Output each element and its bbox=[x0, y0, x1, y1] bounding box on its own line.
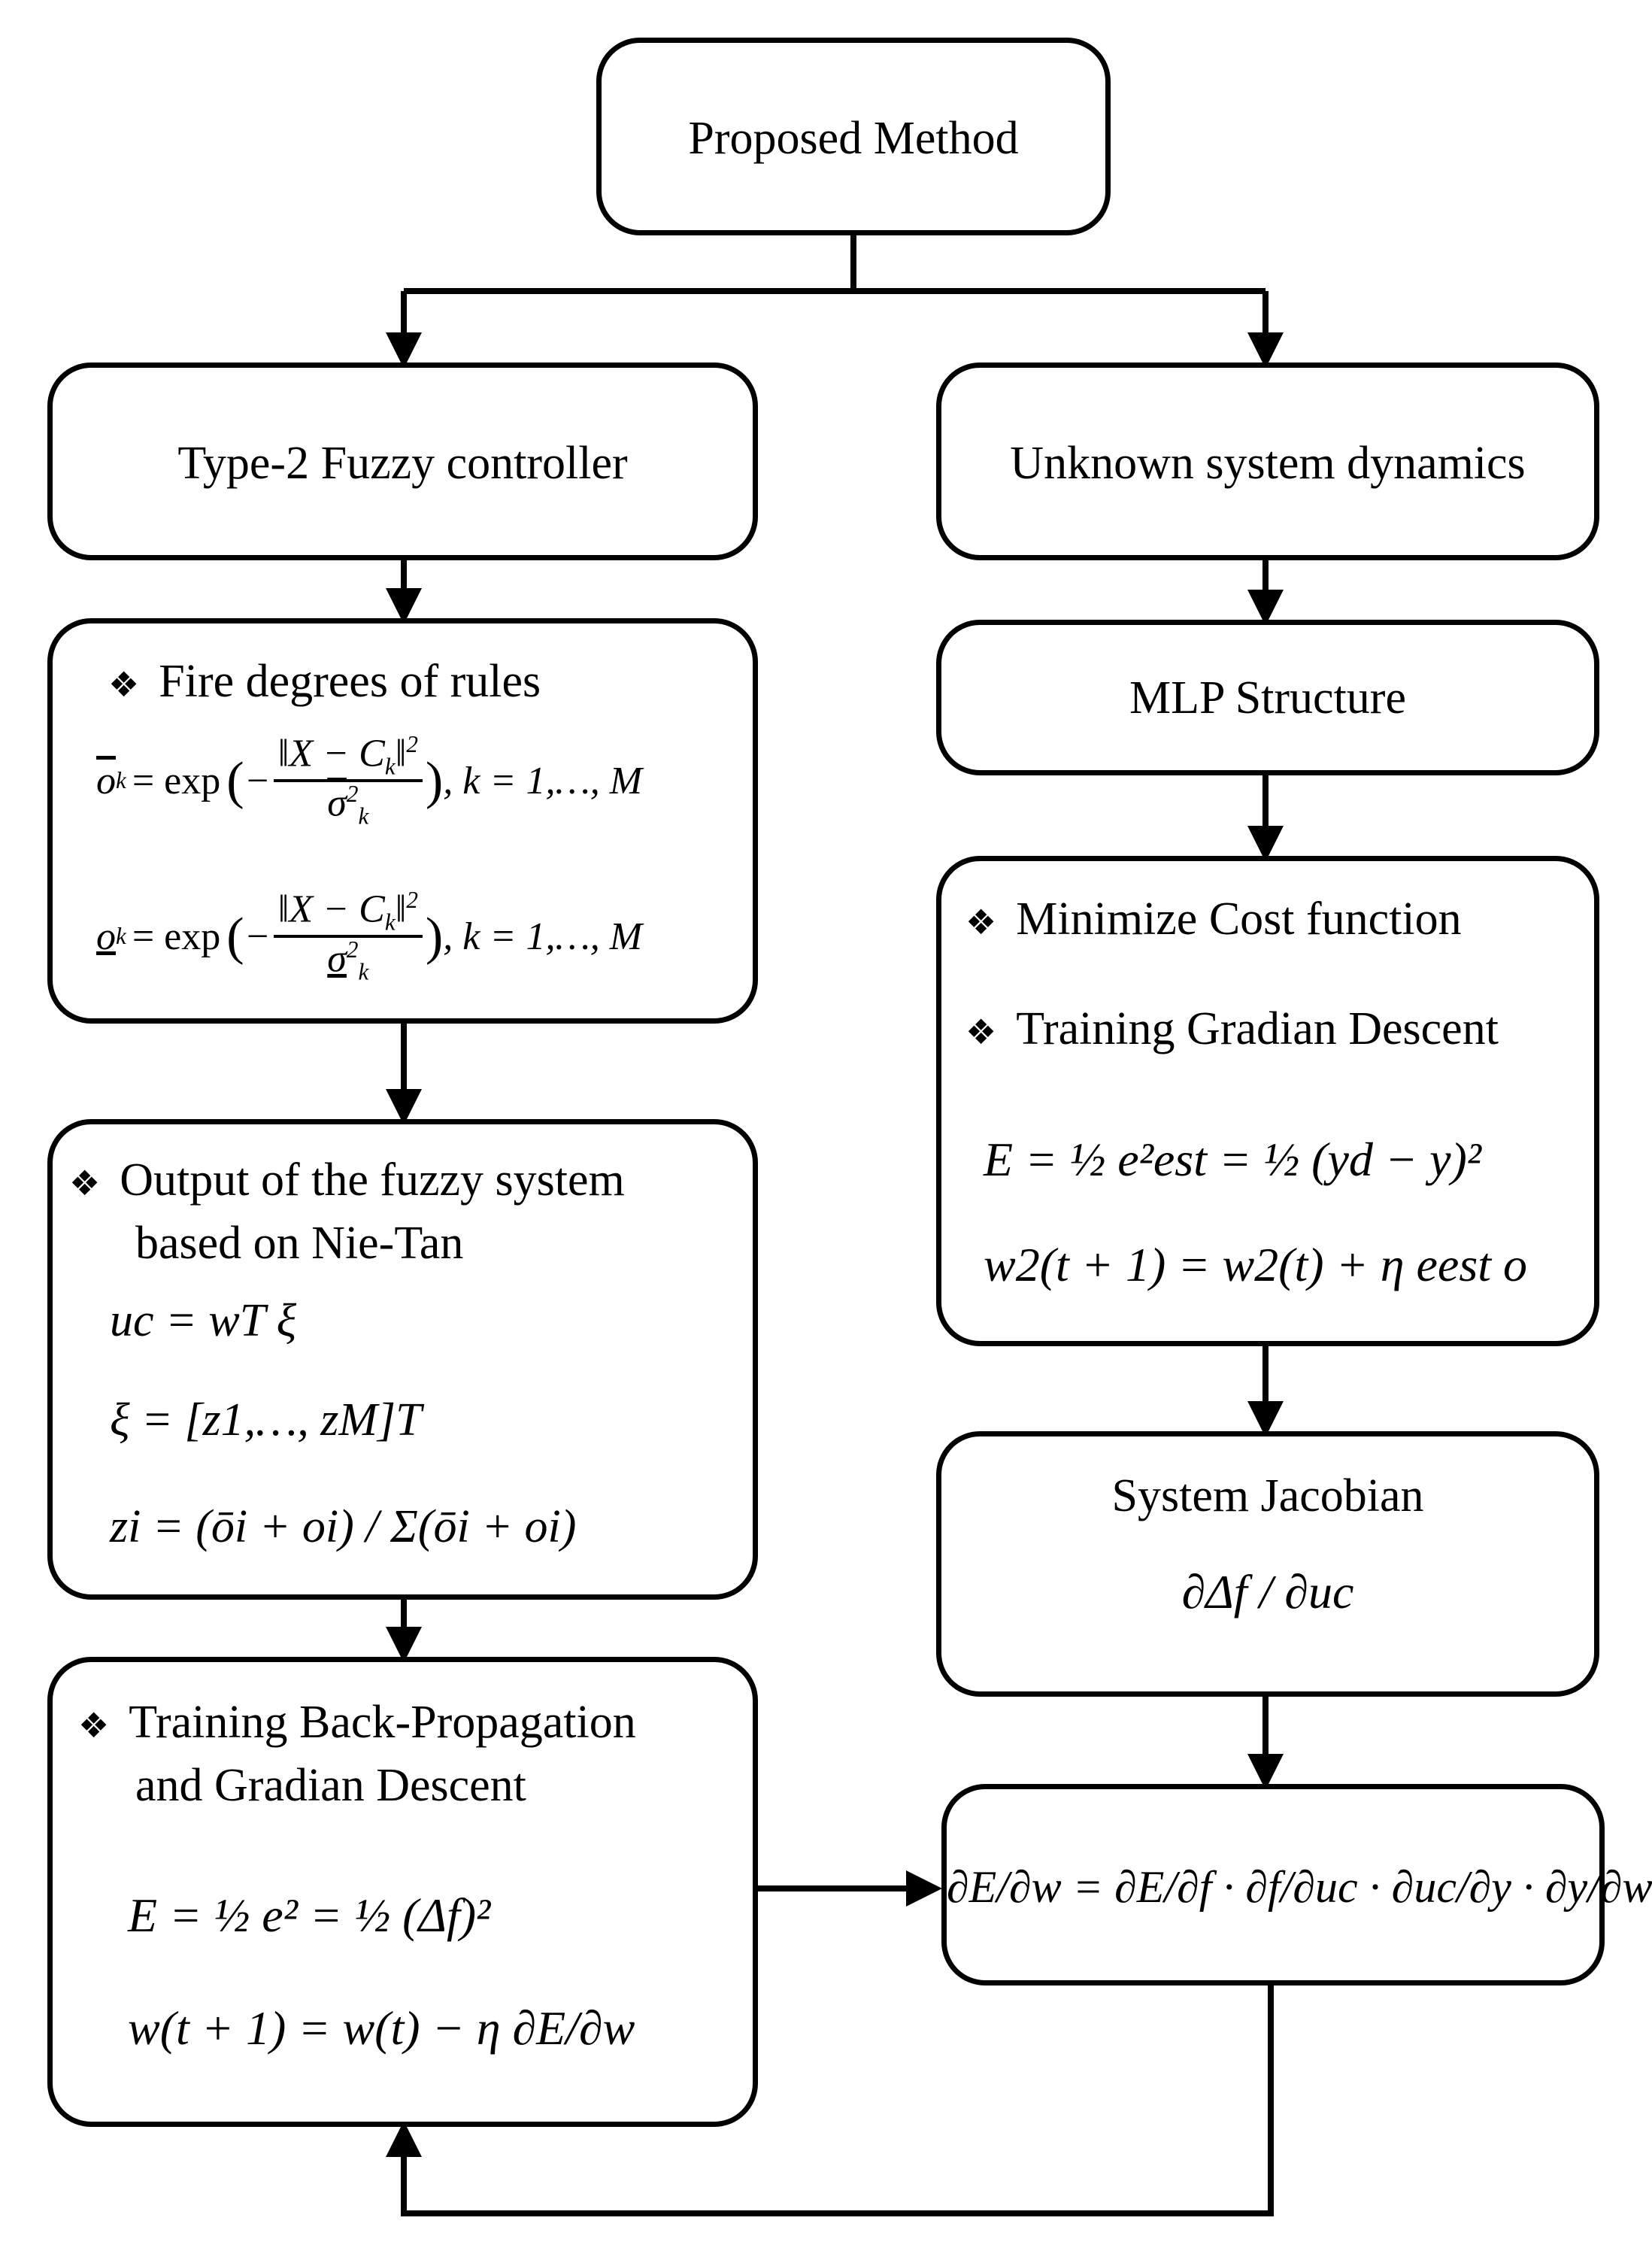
unknown-dynamics-box: Unknown system dynamics bbox=[936, 363, 1599, 560]
system-jacobian-equation: ∂Δf / ∂uc bbox=[1181, 1565, 1354, 1618]
backprop-title: ❖ Training Back-Propagation and Gradian D… bbox=[78, 1692, 636, 1816]
cost-function-box: ❖ Minimize Cost function ❖ Training Gradia… bbox=[936, 856, 1599, 1346]
diamond-bullet-icon: ❖ bbox=[965, 1012, 997, 1052]
diamond-bullet-icon: ❖ bbox=[78, 1705, 110, 1746]
fire-degree-lower-lhs: o bbox=[96, 915, 116, 958]
chain-rule-box: ∂E/∂w = ∂E/∂f · ∂f/∂uc · ∂uc/∂y · ∂y/∂w bbox=[941, 1784, 1652, 1986]
backprop-equation-error: E = ½ e² = ½ (Δf)² bbox=[128, 1888, 491, 1942]
fire-degree-upper-tail: , k = 1,…, M bbox=[443, 759, 643, 802]
system-jacobian-label: System Jacobian bbox=[1111, 1470, 1424, 1521]
backprop-box: ❖ Training Back-Propagation and Gradian D… bbox=[47, 1657, 758, 2127]
system-jacobian-box: System Jacobian ∂Δf / ∂uc bbox=[936, 1431, 1599, 1697]
fire-degree-lower-numerator: ‖X − C bbox=[277, 887, 385, 931]
fuzzy-output-equation-zi: zi = (ōi + oi) / Σ(ōi + oi) bbox=[110, 1501, 577, 1552]
fire-degrees-title: ❖ Fire degrees of rules bbox=[108, 655, 541, 708]
proposed-method-box: Proposed Method bbox=[596, 38, 1111, 235]
fire-degree-upper-denominator: σ bbox=[327, 781, 347, 825]
cost-equation-weight-update: w2(t + 1) = w2(t) + η eest o bbox=[984, 1238, 1527, 1291]
fire-degree-lower-exp: = exp bbox=[132, 915, 221, 958]
fire-degrees-title-text: Fire degrees of rules bbox=[159, 656, 541, 707]
mlp-structure-label: MLP Structure bbox=[1129, 672, 1406, 724]
backprop-title-line2: and Gradian Descent bbox=[135, 1760, 526, 1811]
fuzzy-output-title-line2: based on Nie-Tan bbox=[135, 1218, 464, 1269]
fuzzy-output-equation-uc: uc = wT ξ bbox=[110, 1295, 297, 1346]
cost-item-minimize: ❖ Minimize Cost function bbox=[965, 893, 1462, 946]
fire-degree-lower-tail: , k = 1,…, M bbox=[443, 915, 643, 958]
proposed-method-label: Proposed Method bbox=[688, 113, 1019, 164]
fire-degree-upper-numerator: ‖X − C bbox=[277, 732, 385, 775]
backprop-title-line1: Training Back-Propagation bbox=[129, 1697, 636, 1748]
fuzzy-output-equation-xi: ξ = [z1,…, zM]T bbox=[110, 1394, 422, 1446]
edge-chain-rule-to-backprop bbox=[386, 1986, 1274, 2216]
fuzzy-output-box: ❖ Output of the fuzzy system based on Nie… bbox=[47, 1119, 758, 1600]
fire-degree-upper-lhs: o bbox=[96, 759, 116, 802]
fuzzy-controller-box: Type-2 Fuzzy controller bbox=[47, 363, 758, 560]
unknown-dynamics-label: Unknown system dynamics bbox=[1010, 438, 1526, 489]
cost-item-minimize-text: Minimize Cost function bbox=[1016, 893, 1462, 945]
mlp-structure-box: MLP Structure bbox=[936, 620, 1599, 775]
backprop-equation-weight-update: w(t + 1) = w(t) − η ∂E/∂w bbox=[128, 2001, 635, 2055]
fuzzy-output-title: ❖ Output of the fuzzy system based on Nie… bbox=[69, 1150, 625, 1273]
cost-equation-error: E = ½ e²est = ½ (yd − y)² bbox=[984, 1133, 1481, 1186]
fuzzy-output-title-line1: Output of the fuzzy system bbox=[120, 1154, 625, 1206]
diamond-bullet-icon: ❖ bbox=[69, 1163, 101, 1203]
fire-degree-lower-denominator: σ bbox=[327, 937, 347, 981]
chain-rule-equation: ∂E/∂w = ∂E/∂f · ∂f/∂uc · ∂uc/∂y · ∂y/∂w bbox=[947, 1862, 1652, 1912]
fire-degree-upper-exp: = exp bbox=[132, 759, 221, 802]
cost-item-training: ❖ Training Gradian Descent bbox=[965, 1003, 1499, 1056]
cost-item-training-text: Training Gradian Descent bbox=[1016, 1003, 1499, 1054]
fuzzy-controller-label: Type-2 Fuzzy controller bbox=[177, 438, 628, 489]
diamond-bullet-icon: ❖ bbox=[965, 902, 997, 942]
diamond-bullet-icon: ❖ bbox=[108, 664, 140, 705]
